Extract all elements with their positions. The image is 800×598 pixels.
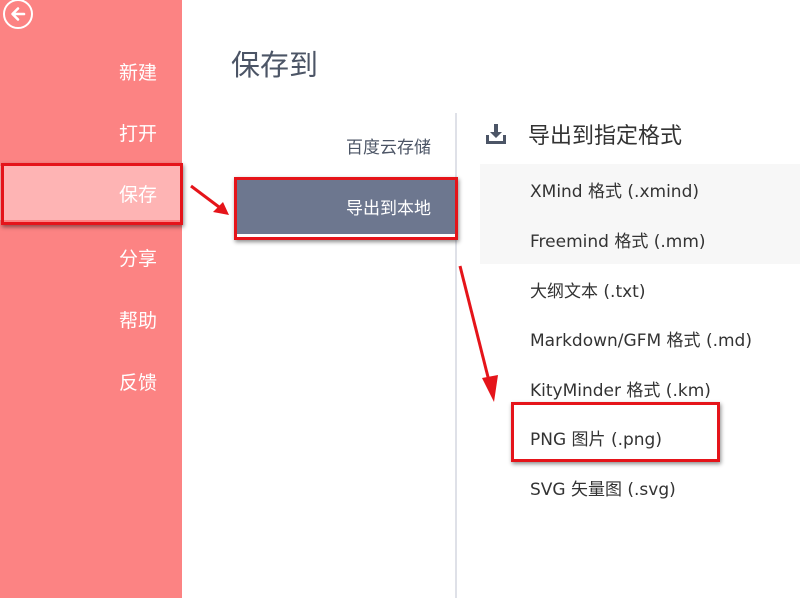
sidebar-item-label: 反馈 — [118, 371, 157, 394]
save-target-export-local[interactable]: 导出到本地 — [234, 178, 456, 234]
format-label: SVG 矢量图 (.svg) — [530, 479, 676, 500]
save-target-label: 导出到本地 — [346, 198, 431, 219]
format-outline-text[interactable]: 大纲文本 (.txt) — [480, 264, 800, 314]
back-button[interactable] — [3, 0, 33, 29]
format-png[interactable]: PNG 图片 (.png) — [480, 412, 800, 462]
format-label: KityMinder 格式 (.km) — [530, 380, 711, 401]
format-markdown[interactable]: Markdown/GFM 格式 (.md) — [480, 313, 800, 363]
format-freemind[interactable]: Freemind 格式 (.mm) — [480, 214, 800, 264]
sidebar-item-label: 打开 — [118, 122, 157, 145]
page-title: 保存到 — [231, 48, 319, 82]
divider — [455, 113, 457, 598]
format-label: Markdown/GFM 格式 (.md) — [530, 330, 752, 351]
download-icon — [486, 124, 506, 144]
format-xmind[interactable]: XMind 格式 (.xmind) — [480, 164, 800, 214]
annotation-arrow-icon — [190, 184, 229, 215]
arrow-left-icon — [11, 7, 26, 21]
sidebar-item-feedback[interactable]: 反馈 — [0, 354, 182, 408]
sidebar-item-share[interactable]: 分享 — [0, 230, 182, 284]
sidebar-item-help[interactable]: 帮助 — [0, 292, 182, 346]
format-label: 大纲文本 (.txt) — [530, 281, 646, 302]
sidebar-item-save[interactable]: 保存 — [0, 166, 182, 220]
format-label: XMind 格式 (.xmind) — [530, 181, 699, 202]
save-target-baidu-cloud[interactable]: 百度云存储 — [234, 117, 456, 173]
export-panel-title: 导出到指定格式 — [528, 124, 683, 149]
sidebar: 新建 打开 保存 分享 帮助 反馈 — [0, 0, 182, 598]
sidebar-item-label: 帮助 — [118, 309, 157, 332]
sidebar-item-label: 新建 — [118, 61, 157, 84]
export-panel-header: 导出到指定格式 — [484, 116, 682, 152]
format-svg[interactable]: SVG 矢量图 (.svg) — [480, 462, 800, 512]
sidebar-item-new[interactable]: 新建 — [0, 44, 182, 98]
format-label: Freemind 格式 (.mm) — [530, 231, 706, 252]
format-kityminder[interactable]: KityMinder 格式 (.km) — [480, 363, 800, 413]
format-label: PNG 图片 (.png) — [530, 429, 662, 450]
sidebar-item-label: 保存 — [118, 183, 157, 206]
sidebar-item-label: 分享 — [118, 247, 157, 270]
save-target-label: 百度云存储 — [346, 137, 431, 158]
sidebar-item-open[interactable]: 打开 — [0, 105, 182, 159]
